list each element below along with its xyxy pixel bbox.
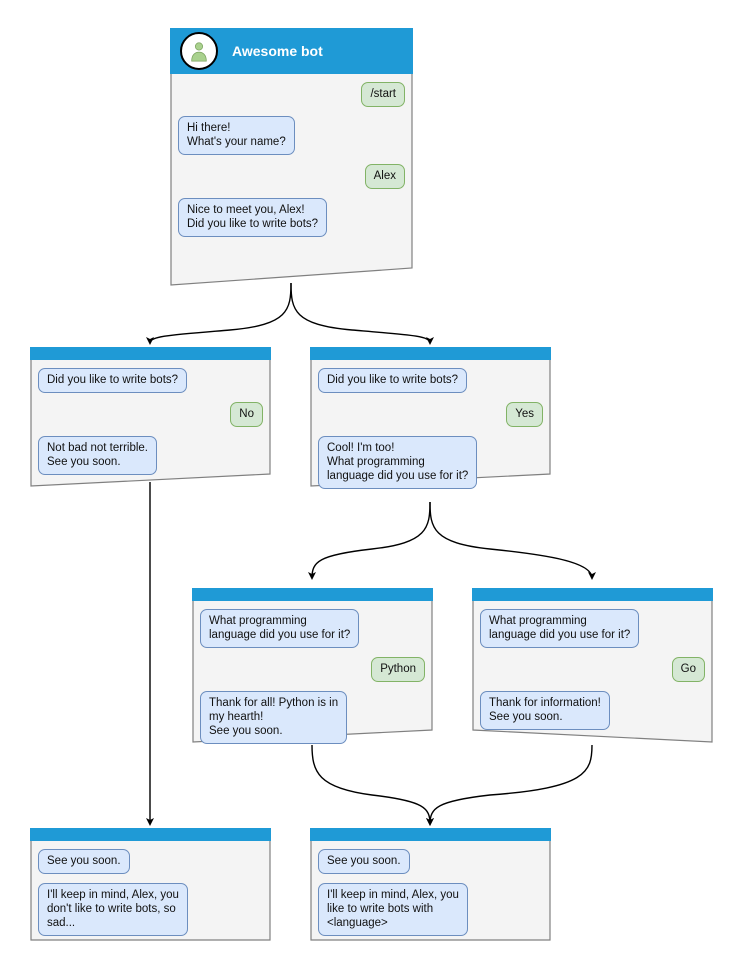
- message-list-answer-yes: Did you like to write bots? Yes Cool! I'…: [310, 360, 551, 508]
- chat-node-answer-go[interactable]: What programming language did you use fo…: [472, 588, 713, 743]
- node-header-answer-python: [192, 588, 433, 601]
- chat-node-end-sad[interactable]: See you soon. I'll keep in mind, Alex, y…: [30, 828, 271, 941]
- message-row: What programming language did you use fo…: [480, 609, 705, 648]
- bot-message-bubble[interactable]: What programming language did you use fo…: [480, 609, 640, 648]
- user-message-bubble[interactable]: Go: [671, 657, 705, 682]
- message-list-answer-go: What programming language did you use fo…: [472, 601, 713, 749]
- message-row: Nice to meet you, Alex! Did you like to …: [178, 198, 405, 237]
- message-row: Go: [480, 657, 705, 682]
- node-header-end-happy: [310, 828, 551, 841]
- message-row: Not bad not terrible. See you soon.: [38, 436, 263, 475]
- message-row: No: [38, 402, 263, 427]
- message-row: Cool! I'm too! What programming language…: [318, 436, 543, 489]
- bot-message-bubble[interactable]: See you soon.: [318, 849, 410, 874]
- message-row: Did you like to write bots?: [318, 368, 543, 393]
- bot-message-bubble[interactable]: Not bad not terrible. See you soon.: [38, 436, 158, 475]
- bot-message-bubble[interactable]: Did you like to write bots?: [38, 368, 188, 393]
- message-row: Thank for all! Python is in my hearth! S…: [200, 691, 425, 744]
- bot-message-bubble[interactable]: I'll keep in mind, Alex, you like to wri…: [318, 883, 468, 936]
- chat-node-answer-no[interactable]: Did you like to write bots? No Not bad n…: [30, 347, 271, 487]
- bot-message-bubble[interactable]: What programming language did you use fo…: [200, 609, 360, 648]
- chat-node-end-happy[interactable]: See you soon. I'll keep in mind, Alex, y…: [310, 828, 551, 941]
- message-row: See you soon.: [38, 849, 263, 874]
- bot-title: Awesome bot: [232, 43, 323, 59]
- message-row: Alex: [178, 164, 405, 189]
- message-list-answer-no: Did you like to write bots? No Not bad n…: [30, 360, 271, 494]
- message-list-end-sad: See you soon. I'll keep in mind, Alex, y…: [30, 841, 271, 955]
- message-list-end-happy: See you soon. I'll keep in mind, Alex, y…: [310, 841, 551, 955]
- edge-yes-to-go: [429, 501, 596, 580]
- node-header-answer-yes: [310, 347, 551, 360]
- user-message-bubble[interactable]: No: [230, 402, 263, 427]
- message-list-start: /start Hi there! What's your name? Alex …: [170, 74, 413, 256]
- message-row: Did you like to write bots?: [38, 368, 263, 393]
- user-message-bubble[interactable]: /start: [361, 82, 405, 107]
- user-message-bubble[interactable]: Python: [371, 657, 425, 682]
- bot-message-bubble[interactable]: Did you like to write bots?: [318, 368, 468, 393]
- message-row: Python: [200, 657, 425, 682]
- bot-message-bubble[interactable]: Hi there! What's your name?: [178, 116, 295, 155]
- message-row: Thank for information! See you soon.: [480, 691, 705, 730]
- node-header-answer-go: [472, 588, 713, 601]
- chat-node-answer-yes[interactable]: Did you like to write bots? Yes Cool! I'…: [310, 347, 551, 489]
- bot-message-bubble[interactable]: See you soon.: [38, 849, 130, 874]
- bot-message-bubble[interactable]: Thank for information! See you soon.: [480, 691, 610, 730]
- bot-message-bubble[interactable]: Cool! I'm too! What programming language…: [318, 436, 478, 489]
- message-row: I'll keep in mind, Alex, you don't like …: [38, 883, 263, 936]
- node-header-answer-no: [30, 347, 271, 360]
- chat-node-answer-python[interactable]: What programming language did you use fo…: [192, 588, 433, 744]
- user-message-bubble[interactable]: Yes: [506, 402, 543, 427]
- edge-yes-to-python: [308, 501, 431, 580]
- bot-message-bubble[interactable]: I'll keep in mind, Alex, you don't like …: [38, 883, 188, 936]
- bot-message-bubble[interactable]: Thank for all! Python is in my hearth! S…: [200, 691, 348, 744]
- edge-start-to-no: [146, 282, 292, 345]
- message-list-answer-python: What programming language did you use fo…: [192, 601, 433, 763]
- message-row: Hi there! What's your name?: [178, 116, 405, 155]
- user-message-bubble[interactable]: Alex: [364, 164, 405, 189]
- node-header-end-sad: [30, 828, 271, 841]
- message-row: /start: [178, 82, 405, 107]
- message-row: I'll keep in mind, Alex, you like to wri…: [318, 883, 543, 936]
- bot-message-bubble[interactable]: Nice to meet you, Alex! Did you like to …: [178, 198, 328, 237]
- message-row: What programming language did you use fo…: [200, 609, 425, 648]
- message-row: Yes: [318, 402, 543, 427]
- message-row: See you soon.: [318, 849, 543, 874]
- edge-start-to-yes: [290, 282, 434, 345]
- person-avatar-icon: [180, 32, 218, 70]
- chat-node-start[interactable]: Awesome bot /start Hi there! What's your…: [170, 28, 413, 286]
- node-header-start: Awesome bot: [170, 28, 413, 74]
- edge-go-to-end-happy: [426, 744, 593, 826]
